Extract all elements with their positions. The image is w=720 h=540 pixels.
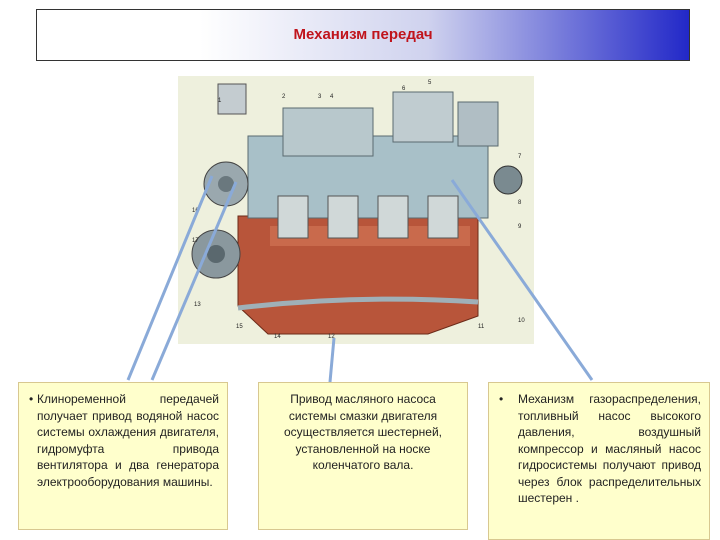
svg-text:17: 17 [192,238,199,244]
svg-text:11: 11 [478,324,485,330]
svg-text:13: 13 [194,302,201,308]
svg-text:15: 15 [236,324,243,330]
arrow-middle [330,338,334,382]
title-bar: Механизм передач [36,9,690,61]
text-box-right: • Механизм газораспределения, топливный … [488,382,710,540]
text-box-middle: Привод масляного насоса системы смазки д… [258,382,468,530]
right-description: Механизм газораспределения, топливный на… [518,391,701,507]
left-description: Клиноременной передачей получает привод … [37,391,219,490]
bullet-icon: • [29,391,33,408]
middle-description: Привод масляного насоса системы смазки д… [265,391,461,474]
svg-text:14: 14 [274,334,281,340]
text-box-left: • Клиноременной передачей получает приво… [18,382,228,530]
svg-text:12: 12 [328,334,335,340]
svg-text:16: 16 [192,208,199,214]
svg-text:10: 10 [518,318,525,324]
bullet-icon: • [499,391,503,408]
slide-title: Механизм передач [37,26,689,43]
